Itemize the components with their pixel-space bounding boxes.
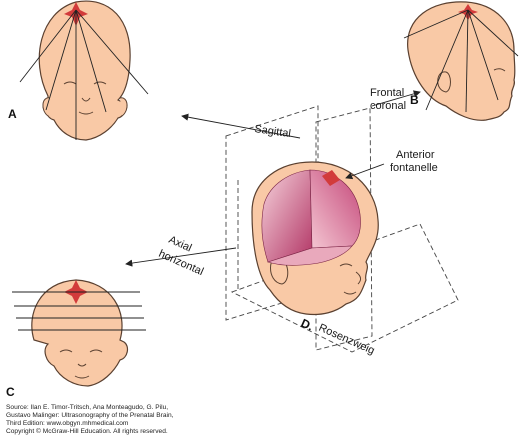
panel-a-nose: [81, 97, 91, 102]
center-mouth: [343, 291, 357, 295]
source-citation: Source: Ilan E. Timor-Tritsch, Ana Monte…: [6, 404, 306, 436]
artist-signature: Rosenzweig: [317, 322, 377, 357]
source-line-4: Copyright © McGraw-Hill Education. All r…: [6, 428, 168, 435]
panel-b-ear: [437, 71, 451, 93]
panel-d-label: D.: [299, 316, 316, 334]
anterior-fontanelle-label-line2: fontanelle: [390, 162, 438, 174]
axial-label-line2: horizontal: [157, 248, 205, 278]
axial-plane: [230, 223, 459, 353]
panel-c-scan-lines: [12, 291, 146, 331]
panel-a-head: [38, 0, 131, 141]
source-line-2: Gustavo Malinger: Ultrasonography of the…: [6, 412, 174, 419]
frontal-label-line1: Frontal: [370, 87, 404, 99]
center-fontanelle: [322, 170, 340, 186]
anterior-fontanelle-label-line1: Anterior: [396, 149, 435, 161]
source-line-1: Source: Ilan E. Timor-Tritsch, Ana Monte…: [6, 404, 169, 411]
panel-b-label: B: [410, 93, 419, 107]
arrow-to-panel-b: [371, 90, 421, 107]
panel-a-label: A: [8, 107, 17, 121]
panel-d-3d-planes: Sagittal Frontal coronal Anterior fontan…: [125, 87, 459, 357]
panel-c-right-eye: [89, 349, 103, 353]
panel-b-head: [407, 1, 516, 121]
panel-a-head-coronal: A: [8, 0, 149, 141]
frontal-label-line2: coronal: [370, 100, 406, 112]
panel-c-head-axial: C: [6, 279, 146, 399]
panel-b-scan-lines: [403, 9, 519, 113]
panel-a-right-ear: [119, 97, 128, 117]
panel-c-head: [31, 279, 129, 387]
arrow-to-panel-c: [125, 247, 237, 267]
arrow-to-panel-a: [181, 113, 301, 139]
panel-c-label: C: [6, 385, 15, 399]
panel-b-eye: [493, 68, 506, 72]
panel-c-mouth: [74, 375, 90, 379]
center-nose: [355, 271, 362, 285]
panel-a-mouth: [78, 111, 94, 115]
sagittal-label: Sagittal: [254, 123, 292, 140]
panel-a-scan-lines: [19, 9, 149, 140]
panel-a-right-eye: [93, 81, 107, 85]
panel-c-left-eye: [59, 349, 73, 353]
panel-b-head-sagittal: B: [403, 1, 519, 121]
center-eye: [339, 263, 353, 267]
source-line-3: Third Edition: www.obgyn.mhmedical.com: [6, 420, 129, 427]
brain-axial-cut: [267, 245, 353, 266]
arrow-fontanelle: [345, 163, 385, 180]
panel-a-left-eye: [63, 81, 77, 85]
panel-c-nose: [77, 363, 87, 367]
